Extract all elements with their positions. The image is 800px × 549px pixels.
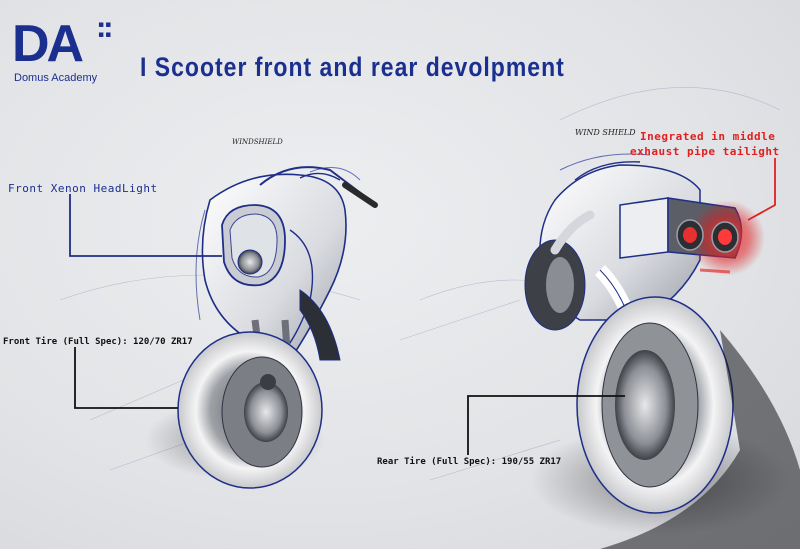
windshield-note-front: WINDSHIELD <box>232 138 283 146</box>
taillight-label-line1: Inegrated in middle <box>640 130 776 143</box>
taillight-label-line2: exhaust pipe tailight <box>630 145 780 158</box>
rear-tire-label: Rear Tire (Full Spec): 190/55 ZR17 <box>377 457 562 467</box>
windshield-note-rear: WIND SHIELD <box>575 128 636 137</box>
rear-scooter-sketch <box>524 153 800 549</box>
front-tire-leader-line <box>74 347 178 409</box>
rear-tire-leader-line <box>467 395 625 455</box>
logo-subtitle: Domus Academy <box>14 72 98 84</box>
domus-academy-logo: DA ▪▪▪▪ Domus Academy <box>12 18 122 88</box>
front-tire-label: Front Tire (Full Spec): 120/70 ZR17 <box>3 337 193 347</box>
headlight-leader-line <box>69 194 222 257</box>
front-scooter-sketch <box>145 166 378 489</box>
page-title: I Scooter front and rear devolpment <box>140 52 565 82</box>
logo-dots-icon: ▪▪▪▪ <box>98 20 113 40</box>
logo-mark: DA <box>12 15 84 73</box>
taillight-leader-line <box>747 158 776 221</box>
headlight-label: Front Xenon HeadLight <box>8 182 158 195</box>
